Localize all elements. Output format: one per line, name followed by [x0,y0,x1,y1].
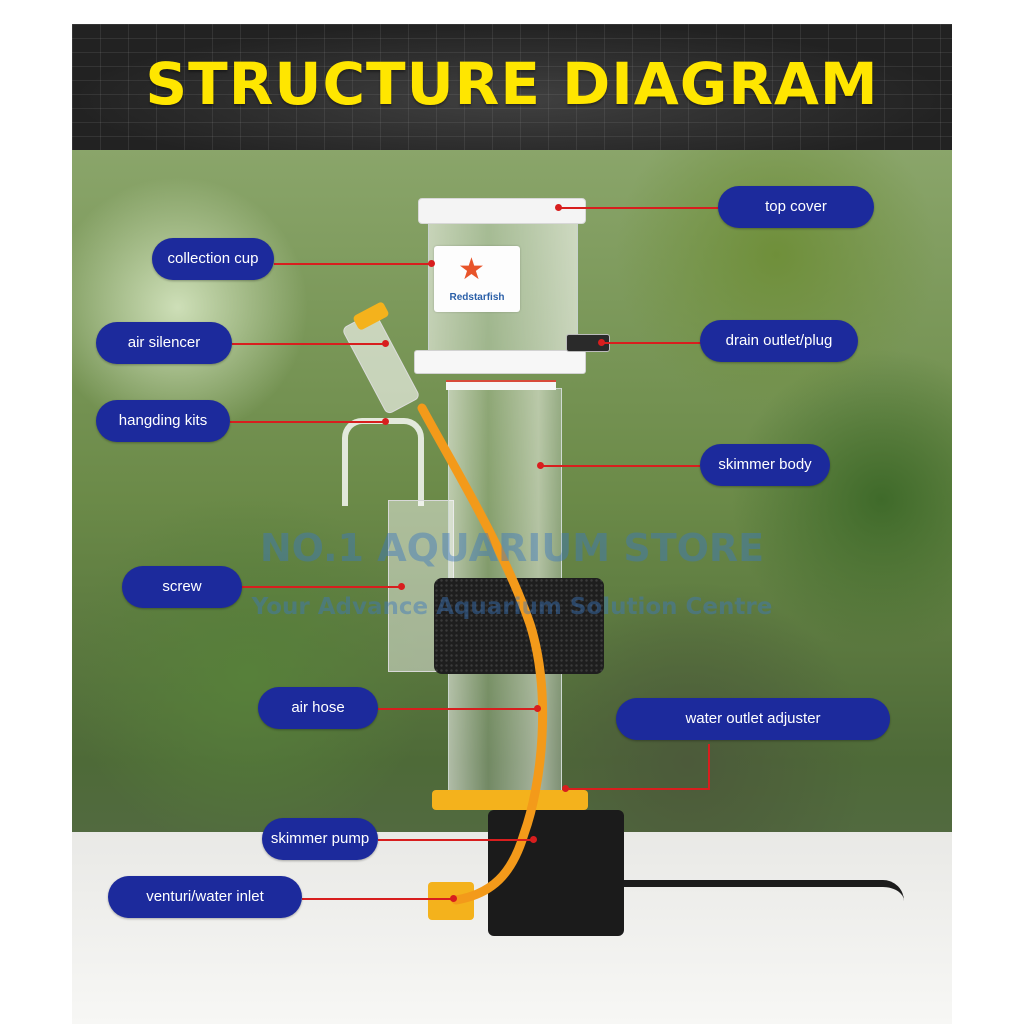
leader-line-collection-cup [274,263,432,265]
leader-dot-drain-outlet [598,339,605,346]
leader-line-drain-outlet [602,342,702,344]
label-air-hose: air hose [258,687,378,729]
label-top-cover: top cover [718,186,874,228]
label-water-outlet-adjuster: water outlet adjuster [616,698,890,740]
brick-header [72,24,952,150]
leader-line-water-outlet [566,788,710,790]
page-title: STRUCTURE DIAGRAM [145,50,879,118]
leader-vline-water-outlet [708,744,710,788]
leader-dot-skimmer-body [537,462,544,469]
label-skimmer-body: skimmer body [700,444,830,486]
star-icon: ★ [458,253,485,286]
watermark-line2: Your Advance Aquarium Solution Centre [251,594,773,620]
leader-dot-venturi [450,895,457,902]
leader-dot-water-outlet [562,785,569,792]
leader-line-air-hose [378,708,538,710]
watermark-line1: NO.1 AQUARIUM STORE [259,526,765,570]
leader-line-top-cover [558,207,718,209]
cup-flange [414,350,586,374]
label-hanging-kits: hangding kits [96,400,230,442]
label-skimmer-pump: skimmer pump [262,818,378,860]
label-collection-cup: collection cup [152,238,274,280]
leader-dot-screw [398,583,405,590]
air-hose-svg [417,403,548,905]
label-venturi-inlet: venturi/water inlet [108,876,302,918]
label-air-silencer: air silencer [96,322,232,364]
leader-dot-air-silencer [382,340,389,347]
water-outlet-adjuster-part [432,790,588,810]
power-cable [624,880,904,901]
top-cover-part [418,198,586,224]
diagram-panel: STRUCTURE DIAGRAM ★ Redstarfish NO.1 AQU… [72,24,952,1024]
brand-label: Redstarfish [449,292,505,303]
brand-logo: ★ Redstarfish [434,246,520,312]
air-hose-path [417,403,548,905]
leader-line-hanging-kits [230,421,386,423]
label-screw: screw [122,566,242,608]
leader-dot-hanging-kits [382,418,389,425]
label-drain-outlet: drain outlet/plug [700,320,858,362]
leader-dot-top-cover [555,204,562,211]
leader-dot-air-hose [534,705,541,712]
leader-line-venturi [302,898,452,900]
seal-ring [446,380,556,390]
leader-line-skimmer-body [540,465,700,467]
leader-dot-collection-cup [428,260,435,267]
leader-dot-skimmer-pump [530,836,537,843]
leader-line-air-silencer [232,343,386,345]
leader-line-skimmer-pump [378,839,534,841]
leader-line-screw [242,586,402,588]
